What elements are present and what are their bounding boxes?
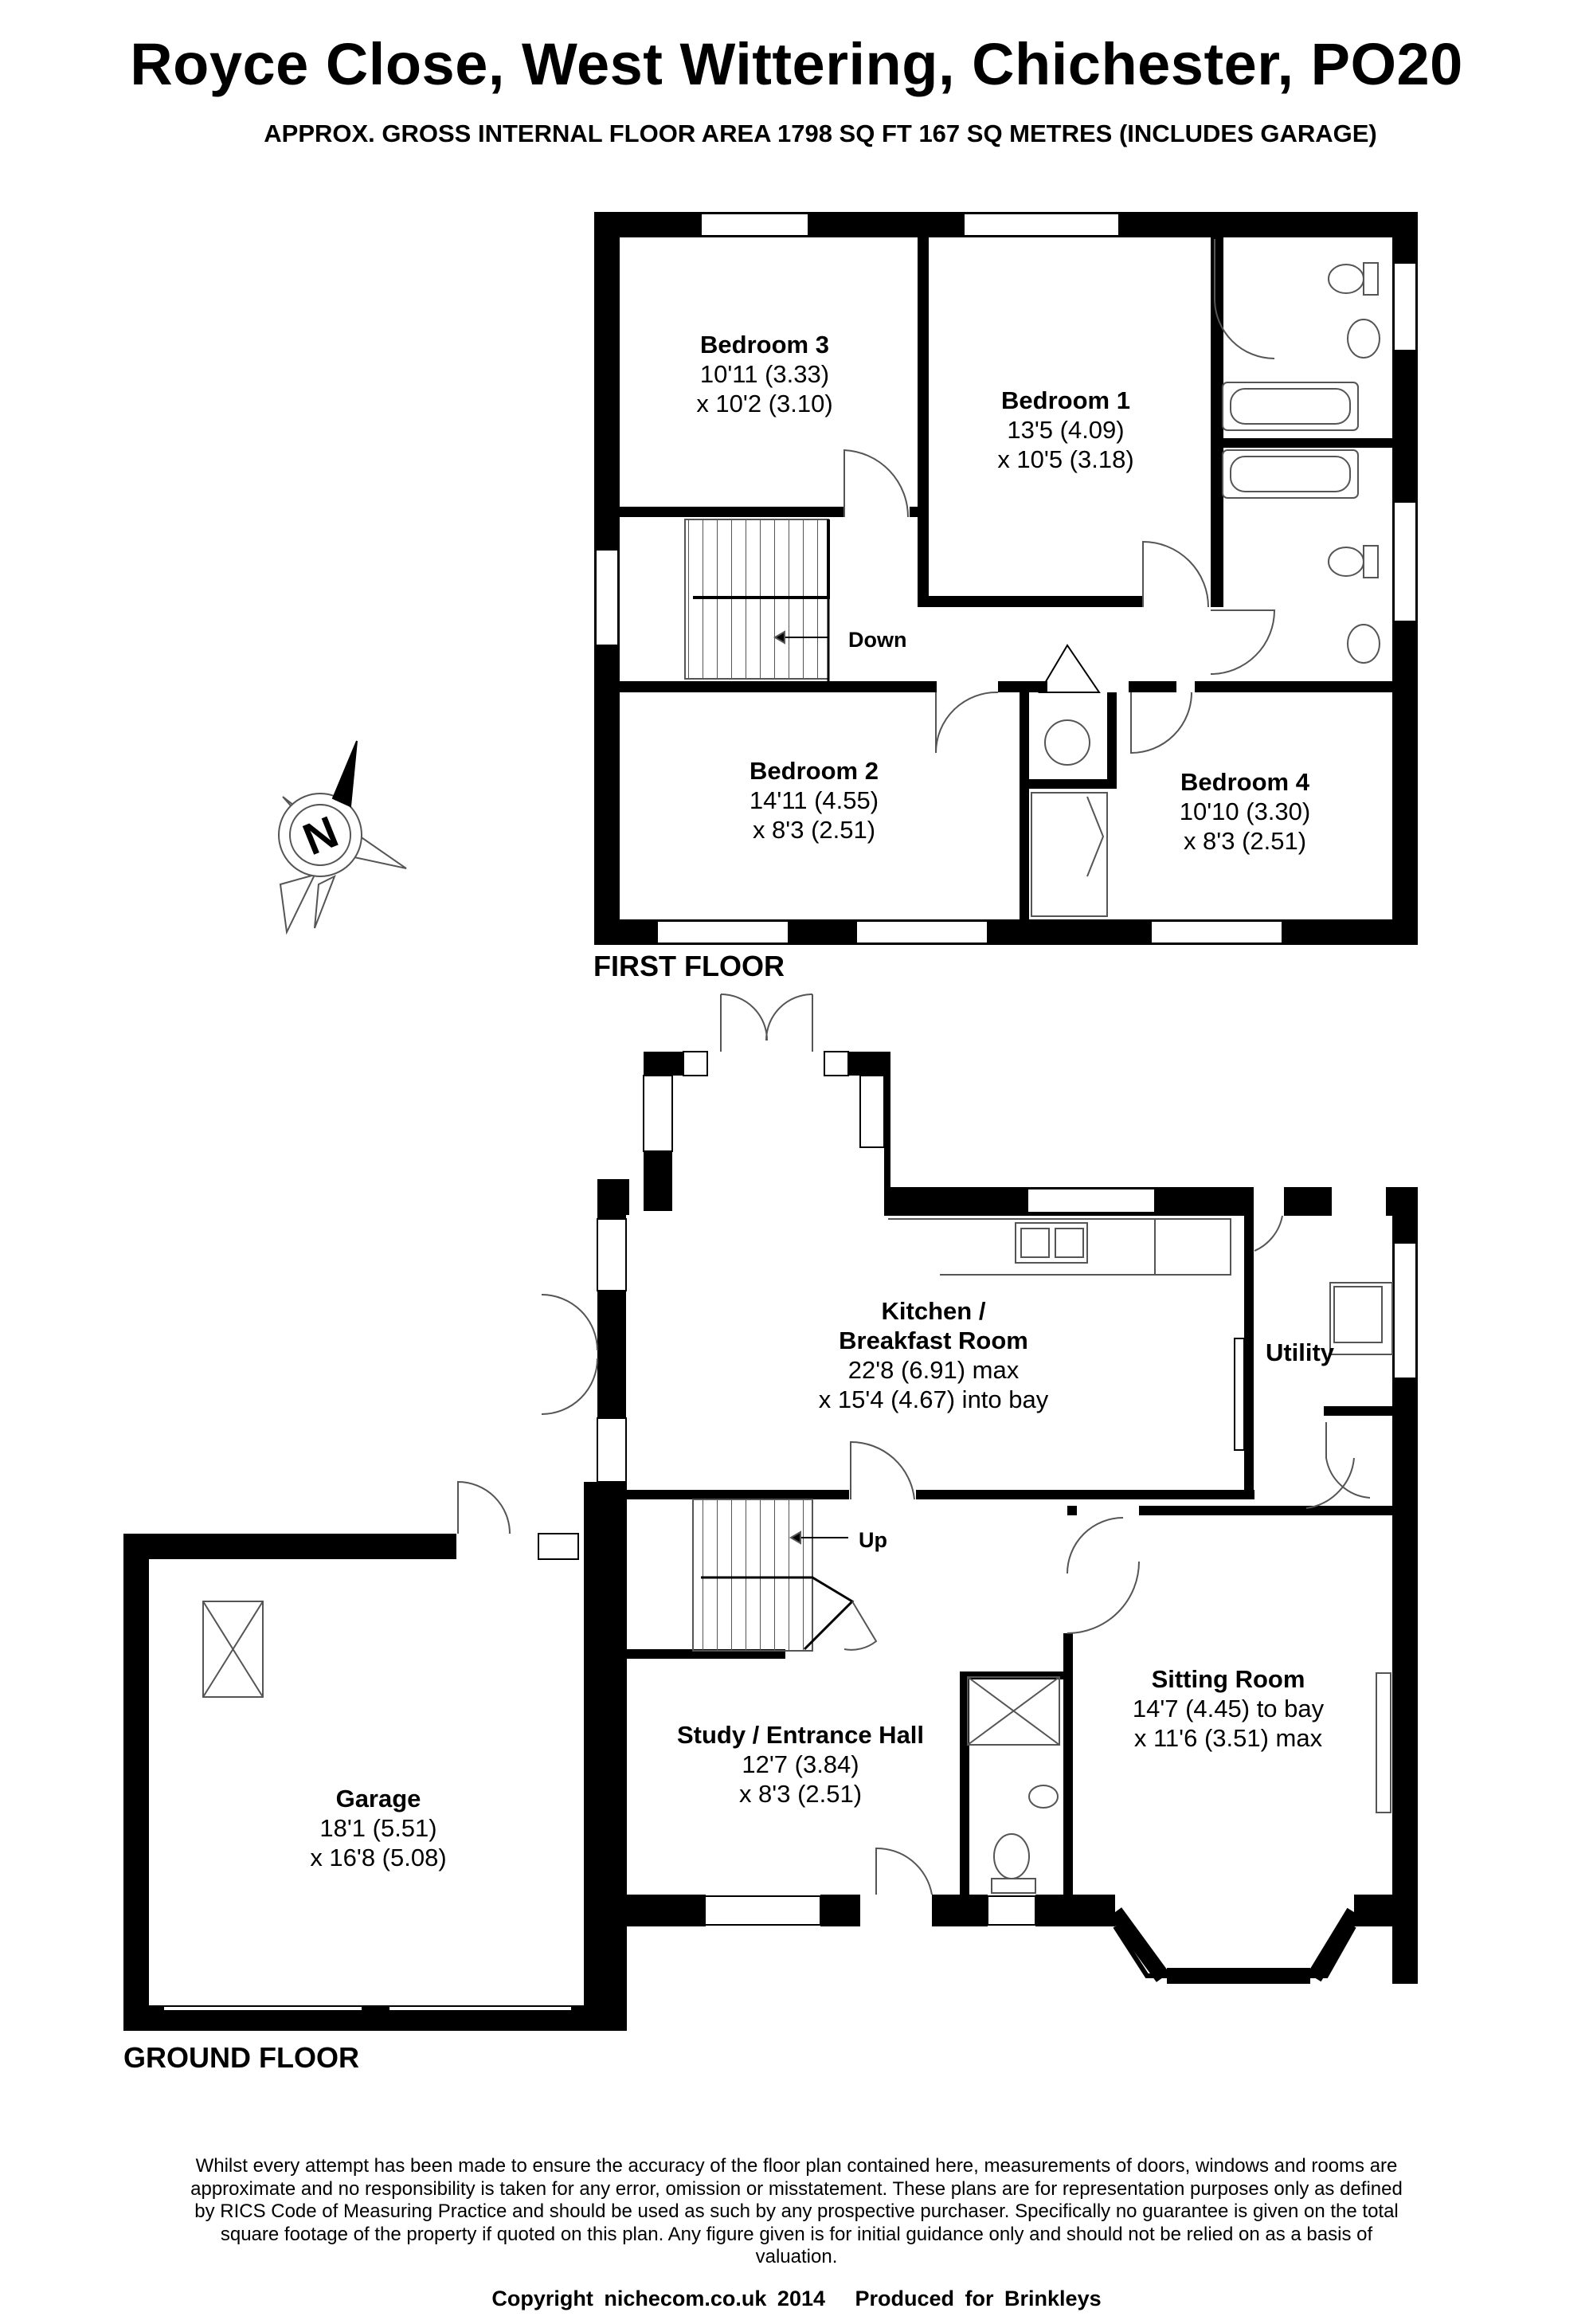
room-name-bedroom-2: Bedroom 2 bbox=[750, 757, 879, 785]
room-dims-bedroom-4: x 8'3 (2.51) bbox=[1184, 827, 1306, 855]
ground-floor-windows bbox=[162, 1051, 1417, 2012]
room-name-utility: Utility bbox=[1266, 1338, 1335, 1366]
room-dims-bedroom-2: x 8'3 (2.51) bbox=[753, 816, 875, 844]
ground-floor-plan bbox=[123, 993, 1418, 2031]
room-name-bedroom-3: Bedroom 3 bbox=[700, 331, 829, 359]
room-name-garage: Garage bbox=[336, 1785, 421, 1813]
compass-rose bbox=[278, 740, 407, 935]
room-dims-bedroom-4: 10'10 (3.30) bbox=[1180, 798, 1310, 825]
sitting-room-bay bbox=[1108, 1907, 1361, 1984]
ground-floor-fixtures bbox=[202, 993, 1393, 1895]
room-dims-sitting-room: x 11'6 (3.51) max bbox=[1134, 1724, 1323, 1752]
first-floor-windows bbox=[595, 213, 1417, 944]
produced-for-text: Produced for Brinkleys bbox=[855, 2287, 1102, 2310]
stairs-up-label: Up bbox=[859, 1528, 887, 1552]
room-name-bedroom-4: Bedroom 4 bbox=[1180, 768, 1310, 796]
room-dims-bedroom-2: 14'11 (4.55) bbox=[750, 786, 879, 814]
room-dims-garage: 18'1 (5.51) bbox=[319, 1814, 436, 1842]
room-dims-study: 12'7 (3.84) bbox=[742, 1750, 859, 1778]
room-name-kitchen: Kitchen / bbox=[882, 1297, 986, 1325]
ground-floor-label: GROUND FLOOR bbox=[123, 2041, 359, 2074]
room-name-kitchen: Breakfast Room bbox=[839, 1327, 1028, 1354]
room-dims-bedroom-1: x 10'5 (3.18) bbox=[997, 445, 1133, 473]
room-name-sitting-room: Sitting Room bbox=[1152, 1665, 1305, 1693]
first-floor-plan bbox=[594, 212, 1418, 945]
disclaimer-text: Whilst every attempt has been made to en… bbox=[190, 2155, 1403, 2267]
room-name-bedroom-1: Bedroom 1 bbox=[1001, 386, 1130, 414]
copyright-text: Copyright nichecom.co.uk 2014 bbox=[491, 2287, 825, 2310]
first-floor-fixtures bbox=[684, 239, 1380, 917]
room-dims-study: x 8'3 (2.51) bbox=[739, 1780, 862, 1808]
room-dims-sitting-room: 14'7 (4.45) to bay bbox=[1133, 1695, 1325, 1722]
room-name-study: Study / Entrance Hall bbox=[677, 1721, 924, 1749]
page-title: Royce Close, West Wittering, Chichester,… bbox=[130, 31, 1463, 97]
room-dims-garage: x 16'8 (5.08) bbox=[310, 1844, 446, 1871]
room-dims-bedroom-3: x 10'2 (3.10) bbox=[696, 390, 832, 417]
room-dims-bedroom-1: 13'5 (4.09) bbox=[1007, 416, 1124, 444]
floor-area-subtitle: APPROX. GROSS INTERNAL FLOOR AREA 1798 S… bbox=[264, 120, 1377, 147]
room-dims-bedroom-3: 10'11 (3.33) bbox=[700, 360, 829, 388]
room-dims-kitchen: x 15'4 (4.67) into bay bbox=[819, 1385, 1049, 1413]
stairs-down-label: Down bbox=[848, 628, 907, 652]
first-floor-label: FIRST FLOOR bbox=[593, 950, 785, 982]
room-dims-kitchen: 22'8 (6.91) max bbox=[848, 1356, 1020, 1384]
footer: Copyright nichecom.co.uk 2014 Produced f… bbox=[0, 2287, 1593, 2311]
